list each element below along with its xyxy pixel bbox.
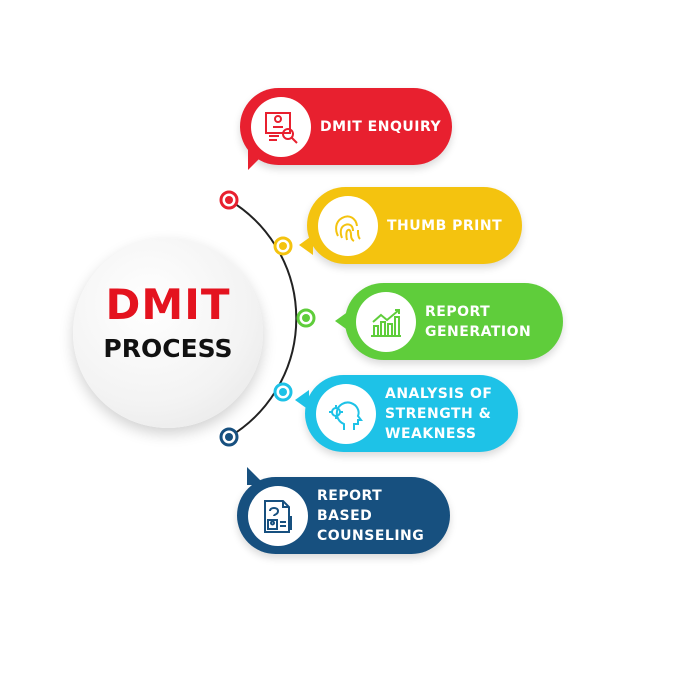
- step-analysis-strength-weakness: ANALYSIS OF STRENGTH & WEAKNESS: [295, 375, 518, 452]
- head-gear-icon: [316, 384, 376, 444]
- step-label-line: REPORT: [425, 303, 491, 320]
- timeline-dot-2: [273, 236, 293, 256]
- report-document-icon: [248, 486, 308, 546]
- dmit-process-hub: DMIT PROCESS: [73, 238, 263, 428]
- step-report-based-counseling: REPORT BASED COUNSELING: [237, 467, 450, 554]
- step-thumb-print: THUMB PRINT: [299, 187, 522, 264]
- hub-title: DMIT: [105, 280, 231, 329]
- step-label-line: REPORT: [317, 487, 383, 504]
- step-label-line: WEAKNESS: [385, 425, 477, 442]
- step-report-generation: REPORT GENERATION: [335, 283, 563, 360]
- fingerprint-icon: [318, 196, 378, 256]
- step-label-line: BASED: [317, 507, 373, 524]
- step-dmit-enquiry: DMIT ENQUIRY: [240, 88, 452, 170]
- step-label: DMIT ENQUIRY: [320, 118, 442, 135]
- timeline-dot-1: [219, 190, 239, 210]
- step-label-line: ANALYSIS OF: [385, 385, 493, 402]
- timeline-dot-5: [219, 427, 239, 447]
- step-label: THUMB PRINT: [387, 217, 503, 234]
- enquiry-icon: [251, 97, 311, 157]
- chart-growth-icon: [356, 292, 416, 352]
- step-label-line: STRENGTH &: [385, 405, 492, 422]
- timeline-dot-4: [273, 382, 293, 402]
- step-label-line: COUNSELING: [317, 527, 425, 544]
- timeline-dot-3: [296, 308, 316, 328]
- hub-subtitle: PROCESS: [103, 334, 233, 363]
- step-label-line: GENERATION: [425, 323, 532, 340]
